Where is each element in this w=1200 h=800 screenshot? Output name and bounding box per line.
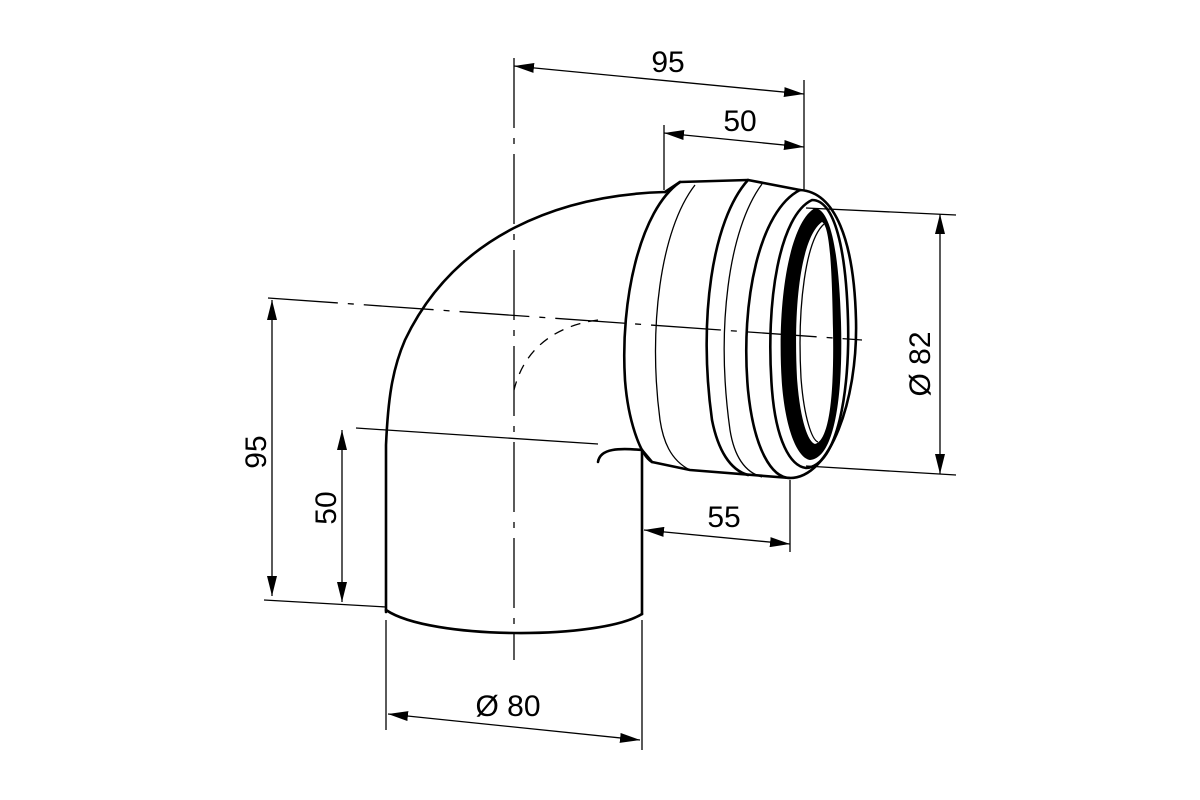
elbow-body: [384, 190, 792, 635]
ext-spigot-bottom: [263, 599, 387, 608]
ext-spigot-top: [355, 427, 599, 445]
socket-ring-1: [705, 178, 750, 477]
socket-rim-inner: [769, 198, 850, 470]
dim-line-diam80: [387, 711, 641, 743]
dim-line-depth-55: [643, 526, 791, 548]
gasket-ring: [780, 208, 842, 460]
label-left-50: 50: [310, 491, 343, 524]
extension-lines: [263, 80, 957, 750]
socket-collar-line-1: [654, 184, 696, 471]
ext-diam82-bottom: [805, 465, 957, 476]
label-depth-55: 55: [707, 501, 740, 534]
elbow-outer-curve: [384, 190, 667, 614]
dimension-labels: 95 50 95 50 Ø 80 Ø 82 55: [240, 46, 937, 723]
label-diam82: Ø 82: [904, 331, 937, 396]
hidden-inner-curve: [513, 319, 599, 391]
dim-line-top-95: [513, 62, 805, 98]
label-top-95: 95: [651, 46, 684, 79]
label-top-50: 50: [723, 105, 756, 138]
horizontal-axis: [267, 297, 863, 341]
spigot-bottom-rim: [384, 608, 644, 635]
label-left-95: 95: [240, 435, 273, 468]
ext-diam82-top: [805, 207, 957, 216]
socket-top-edge: [663, 178, 802, 194]
axis-lines: [267, 58, 863, 660]
socket-ring-2: [723, 183, 763, 478]
socket-inner-bore: [799, 223, 825, 443]
socket-rim-outer: [744, 188, 858, 480]
label-diam80: Ø 80: [475, 690, 540, 723]
dim-line-top-50: [663, 130, 805, 150]
elbow-inner-edge: [596, 447, 644, 464]
socket: [623, 178, 858, 480]
dimension-lines: [267, 62, 945, 743]
socket-collar-back: [623, 180, 682, 464]
